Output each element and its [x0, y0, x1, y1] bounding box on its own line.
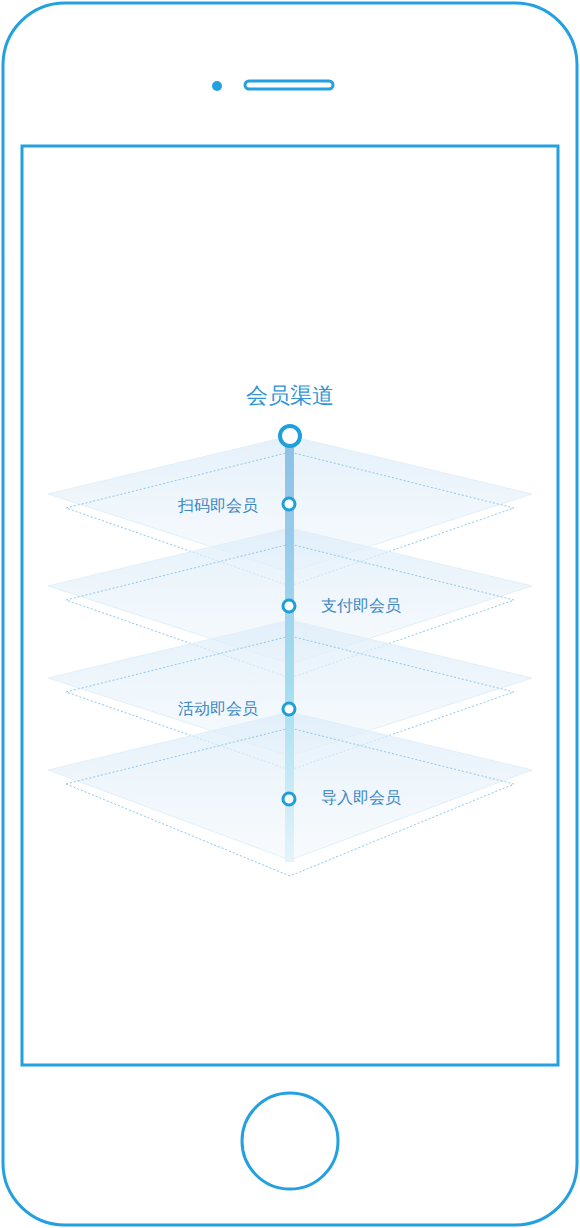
diagram-title: 会员渠道 — [246, 382, 334, 410]
channel-label: 支付即会员 — [321, 595, 401, 617]
axis-dot — [283, 793, 295, 805]
axis-dot — [283, 703, 295, 715]
phone-speaker — [245, 81, 333, 89]
phone-camera — [212, 81, 222, 91]
axis-top-marker — [280, 426, 300, 446]
axis-dot — [283, 498, 295, 510]
channel-label: 扫码即会员 — [178, 495, 258, 517]
layer-stack — [48, 436, 532, 876]
channel-label: 导入即会员 — [321, 787, 401, 809]
phone-body — [3, 3, 577, 1225]
channel-label: 活动即会员 — [178, 698, 258, 720]
axis-dot — [283, 600, 295, 612]
home-button — [242, 1093, 338, 1189]
phone-screen — [22, 146, 558, 1065]
